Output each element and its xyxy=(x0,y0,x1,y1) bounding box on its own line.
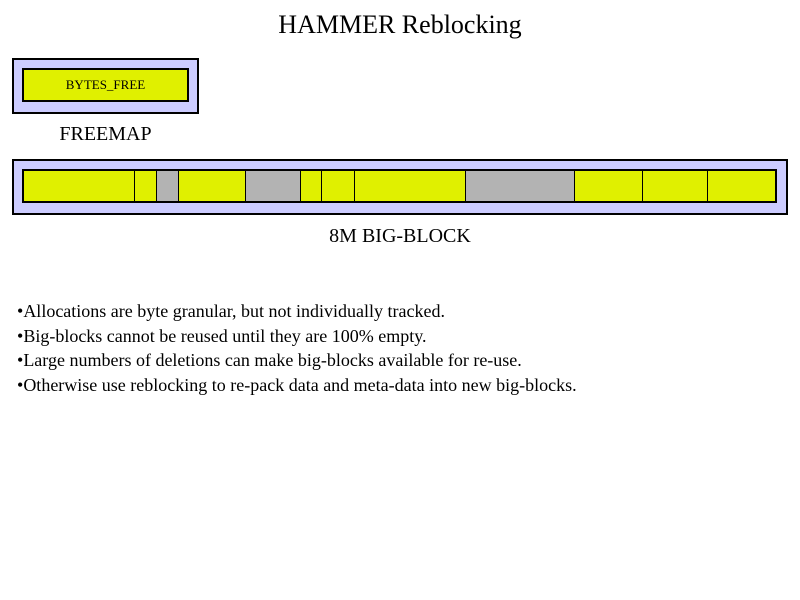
bigblock-segment-yellow xyxy=(707,171,775,201)
bigblock-segment-gray xyxy=(156,171,179,201)
bigblock-box xyxy=(12,159,788,215)
bytes-free-cell: BYTES_FREE xyxy=(22,68,189,102)
freemap-box: BYTES_FREE xyxy=(12,58,199,114)
bullet-item: •Allocations are byte granular, but not … xyxy=(17,299,787,324)
bullet-item: •Large numbers of deletions can make big… xyxy=(17,348,787,373)
bullet-glyph: • xyxy=(17,301,24,321)
bytes-free-label: BYTES_FREE xyxy=(65,77,146,92)
bigblock-segment-gray xyxy=(244,171,300,201)
bullet-item: •Otherwise use reblocking to re-pack dat… xyxy=(17,373,787,398)
bigblock-segment-yellow xyxy=(321,171,355,201)
bigblock-segment-yellow xyxy=(178,171,245,201)
bigblock-segment-yellow xyxy=(299,171,322,201)
bigblock-caption: 8M BIG-BLOCK xyxy=(329,225,471,247)
bigblock-segment-yellow xyxy=(641,171,708,201)
bigblock-segment-gray xyxy=(464,171,574,201)
bullet-text: Otherwise use reblocking to re-pack data… xyxy=(23,374,577,395)
bigblock-segment-yellow xyxy=(574,171,642,201)
bullet-glyph: • xyxy=(17,325,24,346)
bullet-text: Big-blocks cannot be reused until they a… xyxy=(23,325,427,346)
bullet-text: Large numbers of deletions can make big-… xyxy=(23,350,522,371)
bullet-glyph: • xyxy=(17,350,24,371)
bigblock-segment-yellow xyxy=(134,171,157,201)
bullet-text: Allocations are byte granular, but not i… xyxy=(23,301,445,321)
bigblock-segments xyxy=(22,169,777,203)
bullet-glyph: • xyxy=(17,374,24,395)
bigblock-segment-yellow xyxy=(24,171,135,201)
page-title: HAMMER Reblocking xyxy=(278,10,522,39)
bigblock-segment-yellow xyxy=(354,171,465,201)
freemap-caption: FREEMAP xyxy=(59,123,152,145)
bullet-list: •Allocations are byte granular, but not … xyxy=(17,299,787,397)
bullet-item: •Big-blocks cannot be reused until they … xyxy=(17,324,787,349)
